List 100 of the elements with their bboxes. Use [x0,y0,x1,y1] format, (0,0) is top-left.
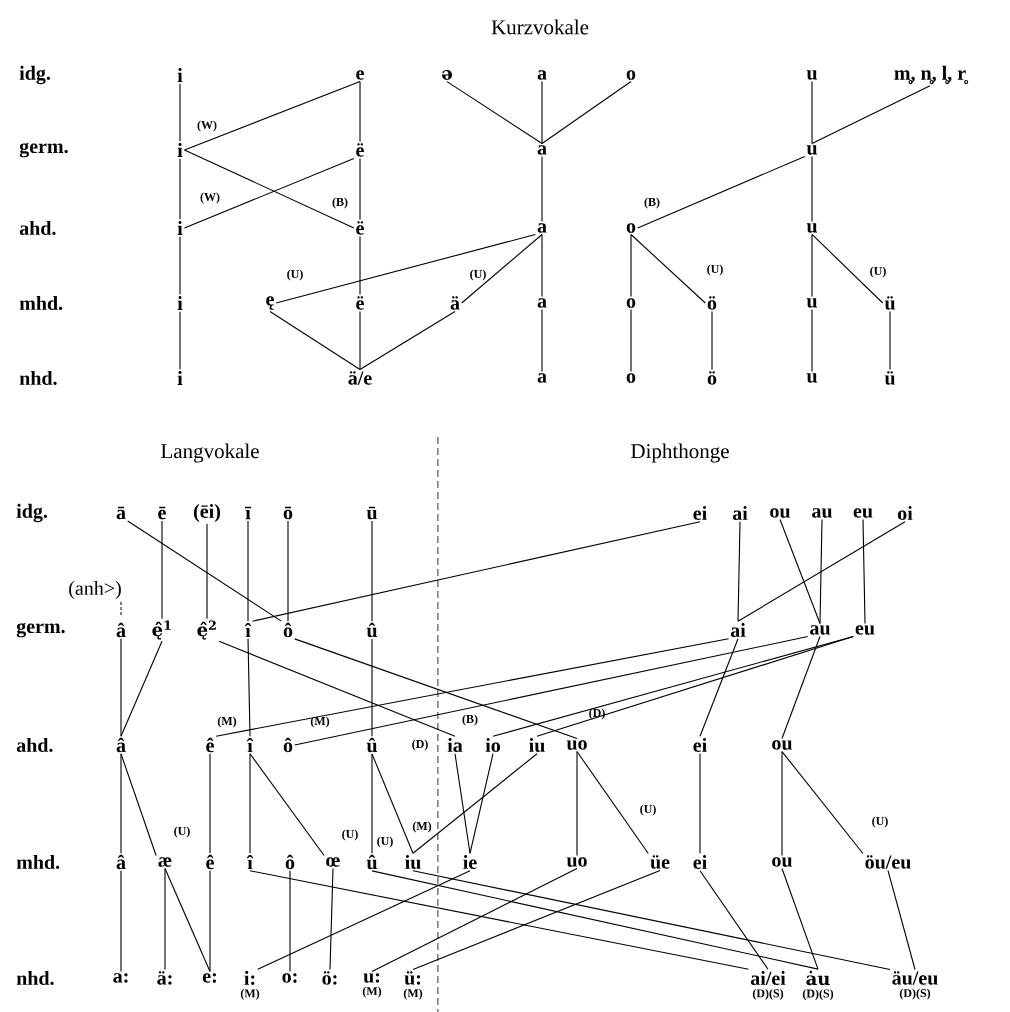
phoneme-label: a [537,373,547,383]
phoneme-label: ō [283,506,293,520]
connector-line [206,523,208,620]
phoneme-label: â [116,854,126,870]
connector-line [359,235,361,296]
phoneme-label: i: [244,970,255,986]
phoneme-label: o [626,373,636,383]
phoneme-label: eu [853,508,873,518]
phoneme-label: oi [898,505,913,521]
phoneme-label: u [806,145,818,155]
phoneme-label: i [177,296,183,310]
connector-line [889,310,891,371]
phoneme-label: au [810,625,831,635]
phoneme-label: ę [266,296,274,310]
change-marker: (M) [240,989,260,1000]
change-marker: (M) [412,821,432,833]
connector-line [779,519,821,625]
phoneme-label: ai [730,622,746,638]
phoneme-label: ä: [157,971,172,985]
connector-line [469,753,494,854]
phoneme-label: au [812,508,833,518]
change-marker: (U) [342,829,358,841]
connector-line [179,158,181,220]
phoneme-label: æ [158,857,172,867]
connector-line [249,753,325,857]
phoneme-label: œ [326,857,340,867]
phoneme-label: uo [566,857,587,867]
phoneme-label: ę̂$^{1}$ [152,620,171,640]
phoneme-label: o [626,70,636,80]
phoneme-label: ô [285,854,295,870]
phoneme-label: î [244,622,252,638]
connector-line [541,80,632,145]
phoneme-label: io [485,737,500,753]
phoneme-label: ə [442,70,452,80]
row-label: nhd. [19,370,57,386]
phoneme-label: uo [566,740,587,750]
phoneme-label: ä [450,296,460,310]
phoneme-label: (ēi) [194,503,220,523]
connector-line [164,867,211,972]
phoneme-label: ö: [322,971,337,985]
connector-line [371,520,373,622]
change-marker: (D)(S) [752,988,784,1000]
change-marker: (U) [377,836,393,848]
phoneme-label: ü [884,296,896,310]
connector-line [329,867,334,971]
phoneme-label: a: [113,973,128,983]
connector-line [811,233,813,298]
note-label: (anh>) [69,580,121,600]
connector-line [249,753,251,854]
connector-line [120,640,163,737]
connector-line [371,753,373,854]
connector-line [269,310,361,371]
change-marker: (U) [707,264,723,276]
connector-line [294,635,809,746]
connector-line [371,638,373,737]
phoneme-label: ia [447,737,463,753]
connector-line [209,753,211,854]
row-label: idg. [16,503,47,523]
phoneme-label: ö [707,371,717,385]
row-label: germ. [16,622,65,638]
phoneme-label: i [177,143,183,157]
phoneme-label: a [537,298,547,308]
phoneme-label: u [806,373,818,383]
change-marker: (B) [462,714,478,726]
change-marker: (U) [174,826,190,838]
phoneme-label: eu [855,625,875,635]
connector-line [215,638,730,737]
phoneme-label: u [806,70,818,80]
phoneme-label: ou [772,857,793,867]
connector-line [359,157,361,221]
phoneme-label: â [116,737,126,753]
phoneme-label: ȧu [806,970,830,986]
connector-line [446,81,543,145]
phoneme-label: ê [206,854,214,870]
connector-line [781,635,821,740]
row-label: nhd. [16,970,54,986]
connector-line [819,518,823,625]
change-marker: (W) [200,192,220,204]
section-heading: Kurzvokale [491,19,589,35]
connector-line [576,751,578,857]
connector-line [781,751,864,855]
change-marker: (D)(S) [899,988,931,1000]
phoneme-label: ai/ei [750,970,786,986]
connector-line [371,868,578,973]
phoneme-label: i [177,371,183,385]
connector-line [371,753,414,854]
phoneme-label: iu [405,854,421,870]
phoneme-label: û [366,622,378,638]
connector-line [275,233,536,304]
phoneme-label: o: [282,973,297,983]
phoneme-label: î [246,737,254,753]
connector-line [811,233,884,304]
change-marker: (U) [470,269,486,281]
change-marker: (B) [332,197,348,209]
connector-line [120,870,122,973]
phoneme-label: û [366,737,378,753]
connector-line [249,870,750,970]
phoneme-label: u: [363,973,380,983]
connector-line [541,80,543,145]
connector-line [257,870,471,970]
